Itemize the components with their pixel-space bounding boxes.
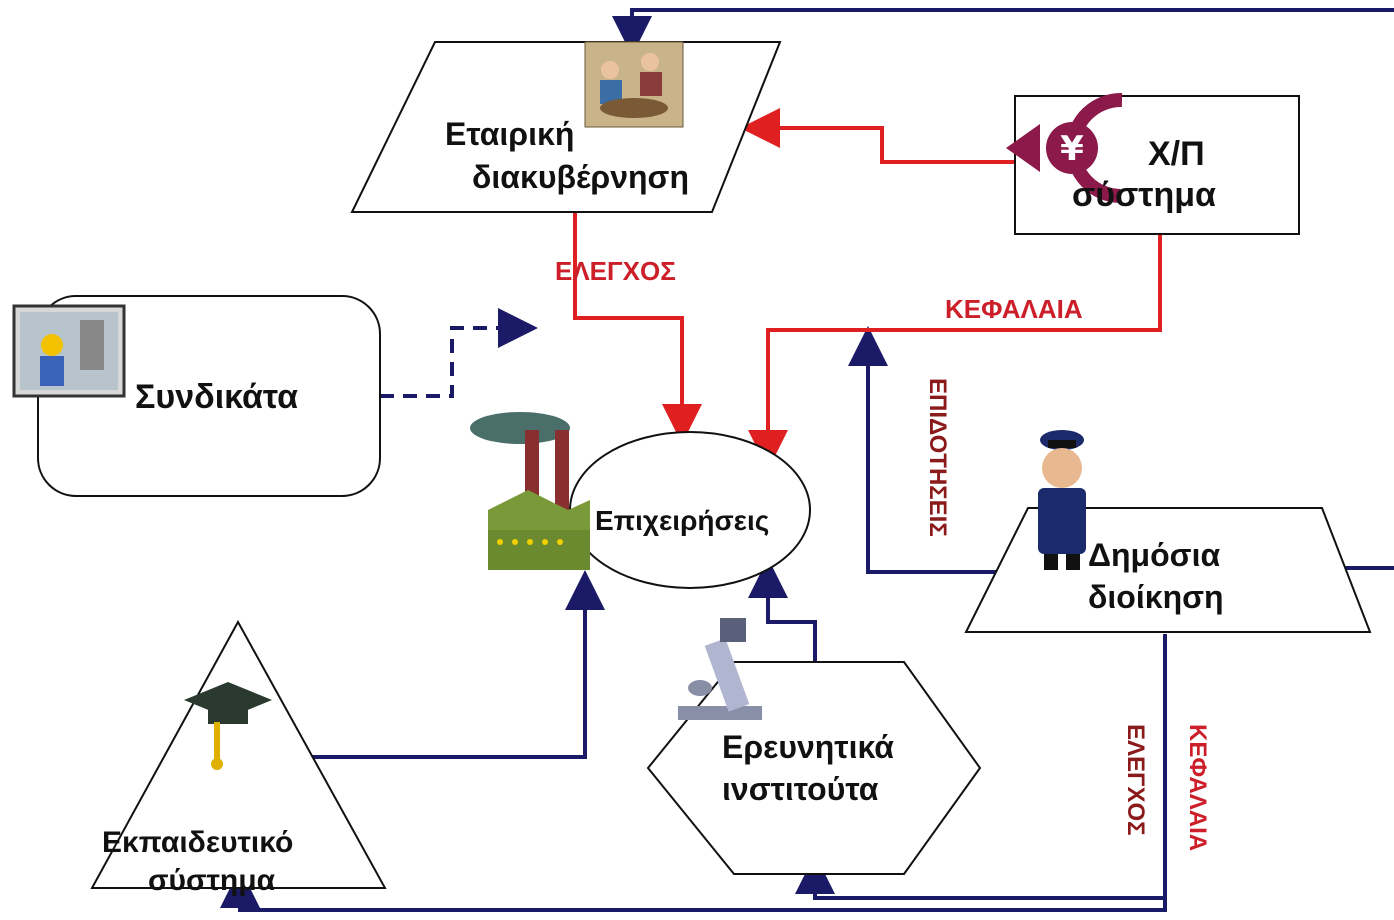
edge-subsidies [848,326,1028,574]
graduation-cap-icon [184,682,272,770]
unions-label: Συνδικάτα [135,378,298,416]
edge-capital-to-business [748,234,1162,470]
worker-icon [12,304,126,398]
node-xp-system: ¥ Χ/Π σύστημα [1006,92,1300,235]
xp-label-line2: σύστημα [1072,176,1216,214]
microscope-icon [678,618,762,720]
businesses-label: Επιχειρήσεις [595,505,769,536]
label-capital-bottom: ΚΕΦΑΛΑΙΑ [1184,724,1211,851]
red-connectors [573,108,1162,470]
navy-connectors [220,8,1394,912]
label-control-top: ΕΛΕΓΧΟΣ [555,256,676,286]
label-control-bottom: ΕΛΕΓΧΟΣ [1122,724,1149,836]
label-subsidies: ΕΠΙΔΟΤΗΣΕΙΣ [924,378,951,537]
edge-unions-dashed [380,308,538,398]
meeting-icon [584,41,684,128]
edge-admin-capital-research [795,854,1165,900]
xp-label-line1: Χ/Π [1148,135,1205,173]
node-unions: Συνδικάτα [12,295,381,497]
factory-icon [470,412,590,570]
research-label-line2: ινστιτούτα [722,771,879,807]
corporate-label-line2: διακυβέρνηση [472,159,689,195]
node-research-institutes: Ερευνητικά ινστιτούτα [646,618,982,875]
edge-education-to-business [300,570,605,759]
yen-coin-icon: ¥ [1006,92,1123,203]
public-admin-label-line2: διοίκηση [1088,579,1224,615]
edge-research-to-business [748,558,817,662]
edge-xp-to-corporate [740,108,1018,164]
label-capital-top: ΚΕΦΑΛΑΙΑ [945,294,1083,324]
edge-top-feedback [612,8,1394,56]
education-label-line2: σύστημα [148,864,276,897]
corporate-label-line1: Εταιρική [445,116,574,152]
node-education-system: Εκπαιδευτικό σύστημα [90,619,387,897]
node-public-administration: Δημόσια διοίκηση [964,430,1372,633]
police-officer-icon [1038,430,1086,570]
node-corporate-governance: Εταιρική διακυβέρνηση [350,41,782,213]
edge-admin-control-down [220,634,1167,912]
education-label-line1: Εκπαιδευτικό [102,826,293,859]
edge-control-to-business [573,212,702,444]
svg-text:¥: ¥ [1060,129,1084,169]
public-admin-label-line1: Δημόσια [1088,537,1220,573]
node-businesses: Επιχειρήσεις [470,412,811,589]
research-label-line1: Ερευνητικά [722,729,894,765]
